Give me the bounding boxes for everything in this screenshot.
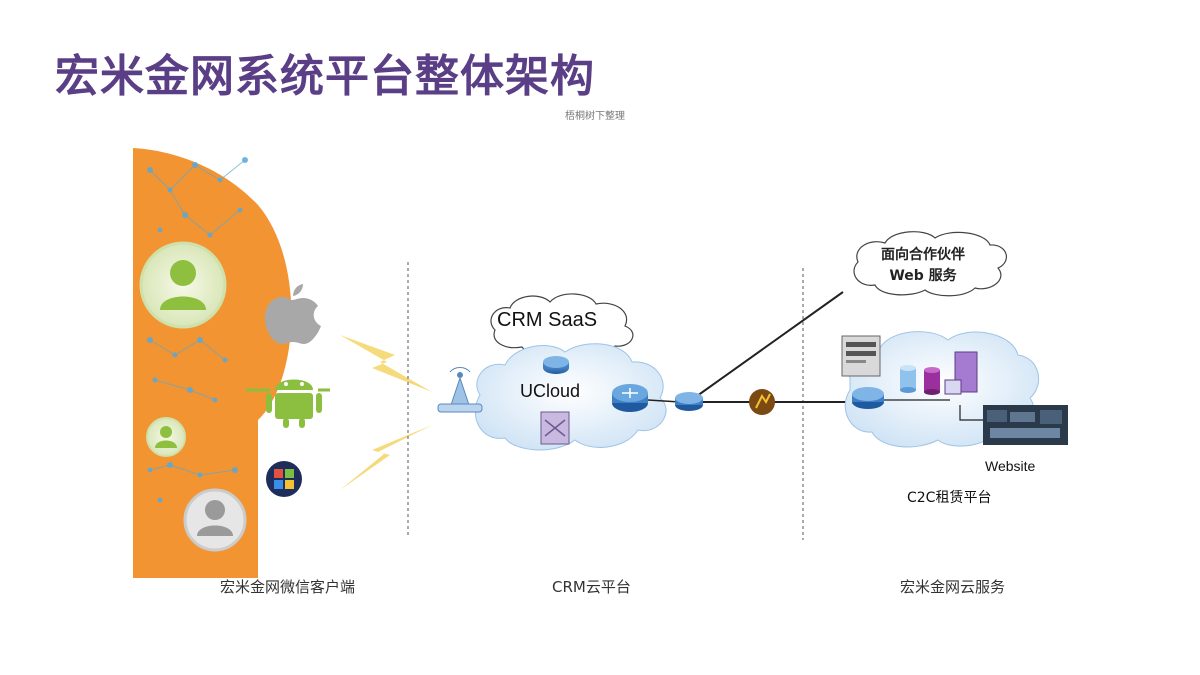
caption-crm: CRM云平台 xyxy=(552,578,631,596)
lightning-icon xyxy=(340,425,432,490)
windows-icon xyxy=(266,461,302,497)
website-thumbnail xyxy=(983,405,1068,445)
android-icon xyxy=(246,379,330,428)
wireless-tower-icon xyxy=(437,367,483,413)
edge-router-icon xyxy=(675,392,703,411)
ucloud-cloud xyxy=(474,343,667,451)
core-router-icon xyxy=(612,384,648,412)
client-banner xyxy=(133,148,330,578)
firewall-icon xyxy=(749,389,775,415)
avatar-gray xyxy=(183,488,247,552)
workstation-icon xyxy=(944,351,978,395)
partner-cloud xyxy=(853,231,1007,297)
link-line xyxy=(696,291,844,397)
network-lines xyxy=(149,159,246,476)
avatar-large xyxy=(139,241,227,329)
caption-cloud-service: 宏米金网云服务 xyxy=(900,578,1006,596)
lightning-icon xyxy=(340,335,432,392)
router-icon xyxy=(543,356,569,374)
page-title: 宏米金网系统平台整体架构 xyxy=(55,51,595,102)
crm-saas-label: CRM SaaS xyxy=(497,309,598,331)
avatar-small-green xyxy=(146,417,186,457)
website-label: Website xyxy=(985,458,1036,474)
partner-label-line2: Web 服务 xyxy=(889,268,957,284)
service-router-icon xyxy=(852,387,884,409)
switch-icon xyxy=(540,411,570,445)
ucloud-label: UCloud xyxy=(520,381,581,401)
link-line xyxy=(959,405,985,421)
page-subtitle: 梧桐树下整理 xyxy=(565,111,625,122)
caption-client: 宏米金网微信客户端 xyxy=(220,578,356,596)
server-icon xyxy=(841,335,881,377)
database-icon xyxy=(900,365,916,393)
storage-icon xyxy=(924,367,940,395)
apple-icon xyxy=(265,284,321,344)
partner-label-line1: 面向合作伙伴 xyxy=(881,247,965,263)
wireless-link-icons xyxy=(340,335,432,490)
c2c-platform-label: C2C租赁平台 xyxy=(907,490,992,506)
link-line xyxy=(647,399,681,403)
